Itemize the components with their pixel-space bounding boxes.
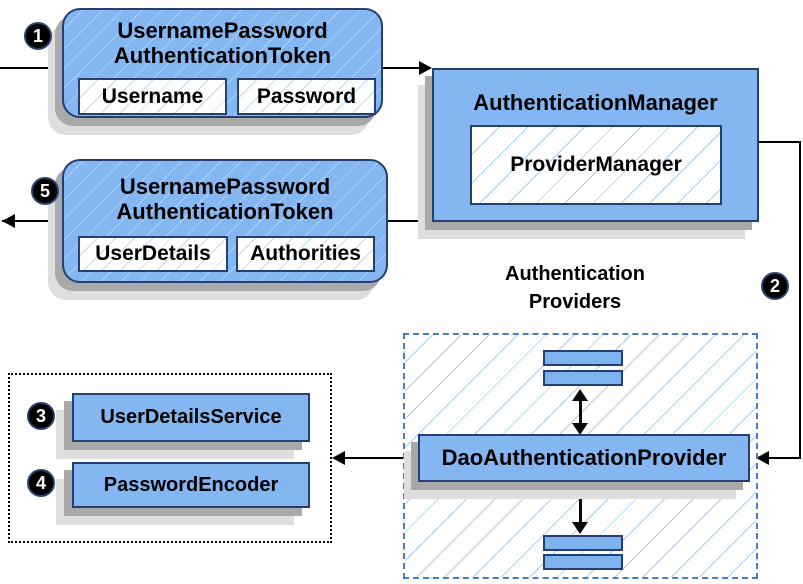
provider-slot-bar xyxy=(543,350,623,366)
user-details-service-label: UserDetailsService xyxy=(100,406,282,428)
double-arrow-icon xyxy=(572,487,588,534)
manager-to-provider-line-bottom xyxy=(768,457,801,459)
provider-manager-label: ProviderManager xyxy=(510,153,682,176)
dao-authentication-provider-box: DaoAuthenticationProvider xyxy=(418,434,750,482)
token-request-title-line2: AuthenticationToken xyxy=(113,43,332,68)
username-field-label: Username xyxy=(101,84,204,108)
step-2-number: 2 xyxy=(769,275,780,296)
provider-slot-bar xyxy=(543,370,623,386)
step-3-badge: 3 xyxy=(27,402,55,430)
user-details-field-label: UserDetails xyxy=(95,242,211,265)
password-field-box: Password xyxy=(237,78,376,115)
step-2-badge: 2 xyxy=(761,272,789,300)
authentication-manager-title: AuthenticationManager xyxy=(473,90,718,115)
step-1-number: 1 xyxy=(32,25,43,46)
authorities-field-label: Authorities xyxy=(250,242,361,265)
step-5-number: 5 xyxy=(39,180,50,201)
authentication-providers-label-line1: Authentication xyxy=(505,263,645,285)
token-response-title-line1: UsernamePassword xyxy=(119,174,331,199)
token-response-title: UsernamePassword AuthenticationToken xyxy=(64,161,386,224)
arrow-left-icon xyxy=(2,214,15,228)
authentication-providers-label: Authentication Providers xyxy=(430,260,720,316)
token-request-box: UsernamePassword AuthenticationToken Use… xyxy=(62,8,383,118)
authentication-manager-box: AuthenticationManager ProviderManager xyxy=(432,68,759,222)
token-request-title-line1: UsernamePassword xyxy=(117,18,328,43)
arrow-left-icon xyxy=(332,451,345,465)
token-request-title: UsernamePassword AuthenticationToken xyxy=(64,10,381,68)
user-details-field-box: UserDetails xyxy=(78,236,228,272)
step-4-number: 4 xyxy=(35,472,46,493)
password-encoder-label: PasswordEncoder xyxy=(103,473,279,496)
provider-slot-bar xyxy=(543,554,623,570)
arrow-left-icon xyxy=(756,451,769,465)
step-4-badge: 4 xyxy=(27,469,55,497)
provider-to-collaborators-line xyxy=(344,457,418,459)
token-response-box: UsernamePassword AuthenticationToken Use… xyxy=(62,159,388,283)
step-1-badge: 1 xyxy=(24,22,52,50)
dao-authentication-provider-label: DaoAuthenticationProvider xyxy=(441,445,727,470)
arrow-right-icon xyxy=(419,61,432,75)
authentication-providers-label-line2: Providers xyxy=(528,291,622,313)
manager-to-provider-line-vertical xyxy=(799,141,801,459)
provider-slot-bar xyxy=(543,535,623,551)
authorities-field-box: Authorities xyxy=(236,236,375,272)
step-5-badge: 5 xyxy=(31,177,59,205)
provider-manager-box: ProviderManager xyxy=(470,125,722,205)
password-encoder-box: PasswordEncoder xyxy=(72,462,310,508)
arrow-shaft xyxy=(578,496,582,525)
token-response-title-line2: AuthenticationToken xyxy=(116,199,334,224)
user-details-service-box: UserDetailsService xyxy=(72,393,310,442)
manager-to-provider-line-top xyxy=(759,141,801,143)
step-3-number: 3 xyxy=(35,405,46,426)
double-arrow-icon xyxy=(572,389,588,435)
username-field-box: Username xyxy=(78,78,227,115)
arrow-shaft xyxy=(578,398,582,426)
password-field-label: Password xyxy=(256,84,357,108)
